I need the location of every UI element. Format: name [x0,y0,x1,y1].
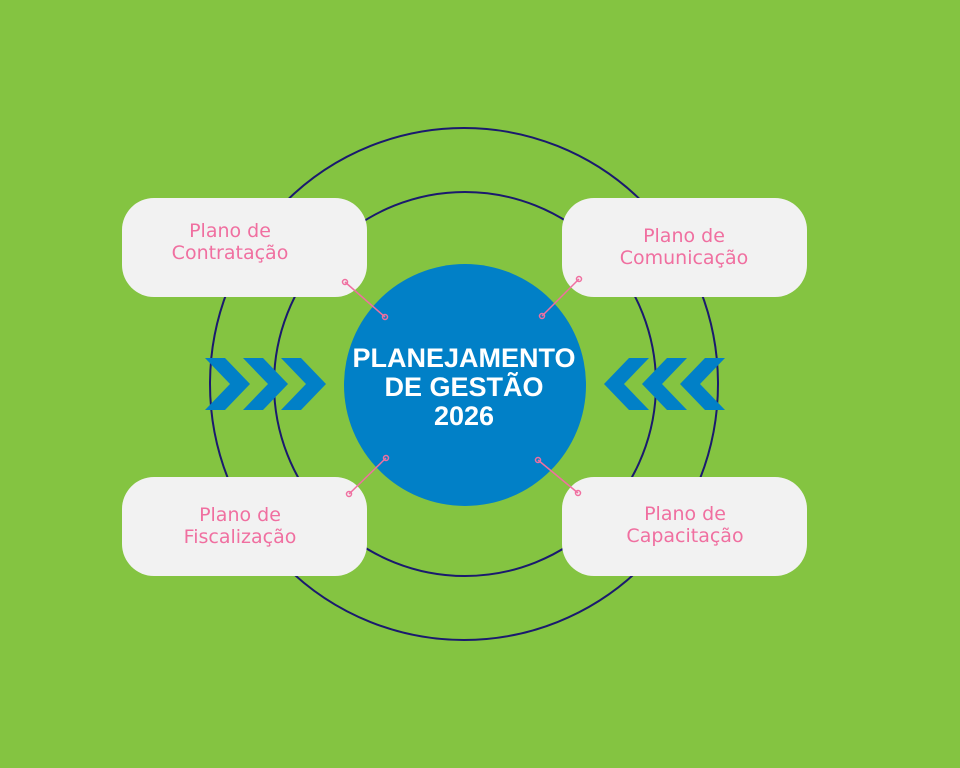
node-label-line2: Contratação [171,242,289,264]
node-label-line1: Plano de [643,225,725,247]
center-line2: DE GESTÃO [384,372,544,402]
node-box-capacitacao [562,477,807,576]
node-label-line1: Plano de [199,504,281,526]
node-label-line2: Comunicação [619,247,749,269]
node-label-line2: Capacitação [626,525,744,547]
chevrons-left-icon [604,358,725,410]
center-line1: PLANEJAMENTO [352,343,576,373]
node-box-comunicacao [562,198,807,297]
chevrons-right-icon [205,358,326,410]
node-label-line1: Plano de [644,503,726,525]
center-line3: 2026 [433,401,495,431]
node-label-line1: Plano de [189,220,271,242]
outer-ring [209,127,719,641]
node-box-contratacao [122,198,367,297]
node-label-line2: Fiscalização [183,526,297,548]
node-box-fiscalizacao [122,477,367,576]
